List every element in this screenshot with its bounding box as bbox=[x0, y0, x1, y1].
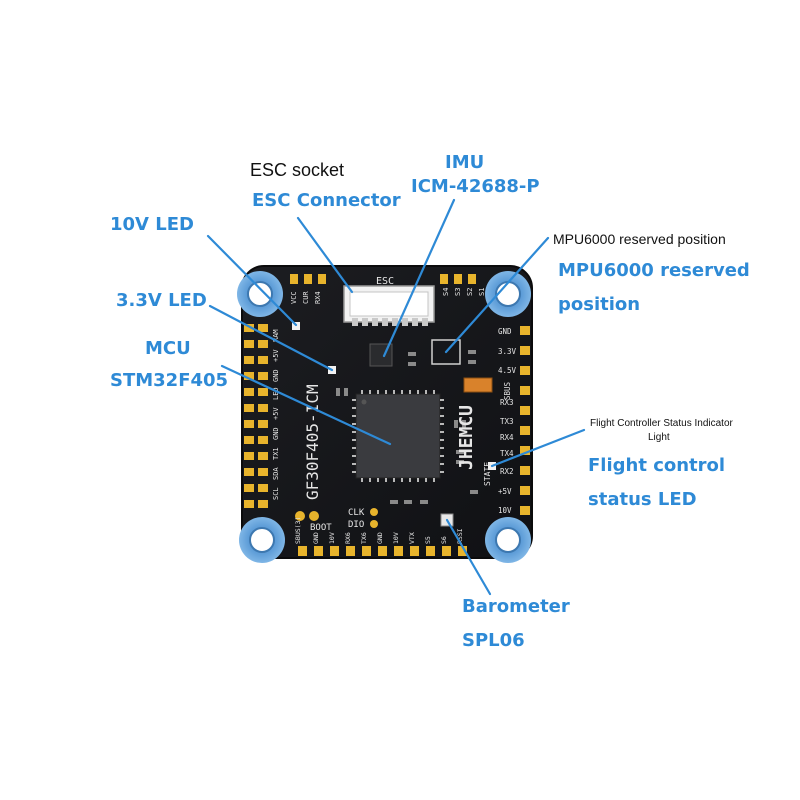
esc-socket-label: ESC socket bbox=[250, 160, 345, 180]
pin-label: S3 bbox=[454, 288, 462, 296]
pin-label: SCL bbox=[272, 487, 280, 500]
pin-label: S2 bbox=[466, 288, 474, 296]
top-pin-labels: VCC CUR RX4 S4 S3 S2 S1 bbox=[290, 288, 486, 304]
pin-label: RX2 bbox=[500, 467, 514, 476]
barometer-part-label: SPL06 bbox=[462, 630, 525, 651]
pointer-imu bbox=[382, 198, 456, 358]
pointer-mpu6000 bbox=[444, 236, 550, 354]
tantalum-capacitor bbox=[463, 377, 493, 393]
mount-hole-top-right bbox=[485, 271, 531, 317]
pin-label: S4 bbox=[442, 288, 450, 296]
dio-silkscreen: DIO bbox=[348, 520, 364, 530]
pin-label: RAM bbox=[272, 329, 280, 342]
pin-label: LED bbox=[272, 387, 280, 400]
pin-label: SBUS bbox=[503, 381, 512, 400]
led-10v-label: 10V LED bbox=[110, 214, 194, 235]
pin-label: GND bbox=[272, 427, 280, 440]
pin-label: +5V bbox=[498, 487, 512, 496]
pointer-10v-led bbox=[206, 234, 298, 327]
pin-label: RX3 bbox=[500, 398, 514, 407]
led-3v3-label: 3.3V LED bbox=[116, 290, 207, 311]
pin-label: TX3 bbox=[500, 417, 514, 426]
esc-connector-label: ESC Connector bbox=[252, 190, 401, 211]
left-pin-labels: RAM +5V GND LED +5V GND TX1 SDA SCL bbox=[272, 329, 280, 500]
pads-top bbox=[290, 274, 476, 284]
mcu-part-label: STM32F405 bbox=[110, 370, 229, 391]
pin-label: RX4 bbox=[314, 291, 322, 304]
pointer-3v3-led bbox=[208, 304, 334, 372]
status-led-label-line1: Flight control bbox=[588, 455, 726, 476]
pin-label: RX4 bbox=[500, 433, 514, 442]
mpu6000-label-line2: position bbox=[558, 294, 641, 315]
boot-silkscreen: BOOT bbox=[310, 523, 332, 533]
pin-label: +5V bbox=[272, 349, 280, 362]
pin-label: 3.3V bbox=[498, 347, 517, 356]
pin-label: 10V bbox=[328, 532, 336, 544]
pads-bottom bbox=[298, 546, 467, 556]
status-cn-label-line2: Light bbox=[648, 432, 670, 443]
pin-label: S5 bbox=[424, 536, 432, 544]
pin-label: CUR bbox=[302, 291, 310, 304]
pin-label: TX6 bbox=[360, 532, 368, 544]
right-pin-labels: GND 3.3V 4.5V SBUS RX3 TX3 RX4 TX4 RX2 +… bbox=[498, 327, 517, 515]
status-cn-label-line1: Flight Controller Status Indicator bbox=[590, 418, 733, 429]
pointer-status-led bbox=[490, 428, 586, 468]
pin-label: +5V bbox=[272, 407, 280, 420]
mount-hole-bottom-right bbox=[485, 517, 531, 563]
status-led-label-line2: status LED bbox=[588, 489, 697, 510]
pin-label: GND bbox=[376, 532, 384, 544]
bottom-pin-labels: SBUS(3) GND 10V RX6 TX6 GND 10V VTX S5 S… bbox=[294, 517, 464, 544]
model-silkscreen: GF30F405-ICM bbox=[303, 384, 322, 500]
pin-label: RSSI bbox=[456, 528, 464, 544]
pin-label: 10V bbox=[392, 532, 400, 544]
clk-silkscreen: CLK bbox=[348, 508, 365, 518]
pads-right bbox=[520, 326, 530, 515]
mcu-chip bbox=[352, 390, 444, 482]
pin-label: SDA bbox=[272, 467, 280, 480]
pin-label: S6 bbox=[440, 536, 448, 544]
pin-label: TX4 bbox=[500, 449, 514, 458]
pin-label: S1 bbox=[478, 288, 486, 296]
pin-label: VTX bbox=[408, 532, 416, 544]
barometer-title-label: Barometer bbox=[462, 596, 570, 617]
pointer-esc bbox=[296, 216, 354, 294]
imu-title-label: IMU bbox=[445, 152, 485, 173]
brand-silkscreen: JHEMCU bbox=[456, 405, 477, 470]
pin-label: 4.5V bbox=[498, 366, 517, 375]
pointer-lines bbox=[206, 198, 586, 596]
mpu6000-label-line1: MPU6000 reserved bbox=[558, 260, 750, 281]
pin-label: GND bbox=[312, 532, 320, 544]
mount-hole-top-left bbox=[237, 271, 283, 317]
esc-connector bbox=[343, 285, 435, 326]
mpu6000-footprint bbox=[431, 339, 461, 365]
pointer-barometer bbox=[445, 518, 492, 596]
pin-label: GND bbox=[498, 327, 512, 336]
pin-label: RX6 bbox=[344, 532, 352, 544]
pin-label: TX1 bbox=[272, 447, 280, 460]
debug-pads bbox=[295, 508, 378, 528]
mcu-title-label: MCU bbox=[145, 338, 191, 359]
mpu6000-cn-label: MPU6000 reserved position bbox=[553, 231, 726, 247]
pin-label: GND bbox=[272, 369, 280, 382]
pads-left bbox=[244, 324, 268, 508]
pin-label: VCC bbox=[290, 291, 298, 304]
smd-components bbox=[336, 350, 478, 504]
state-silkscreen: STATE bbox=[483, 462, 492, 486]
pin-label: SBUS(3) bbox=[294, 517, 302, 544]
mount-hole-bottom-left bbox=[239, 517, 285, 563]
esc-header-text: ESC bbox=[376, 276, 394, 287]
pin-label: 10V bbox=[498, 506, 512, 515]
imu-part-label: ICM-42688-P bbox=[411, 176, 540, 197]
pointer-mcu bbox=[220, 364, 392, 446]
